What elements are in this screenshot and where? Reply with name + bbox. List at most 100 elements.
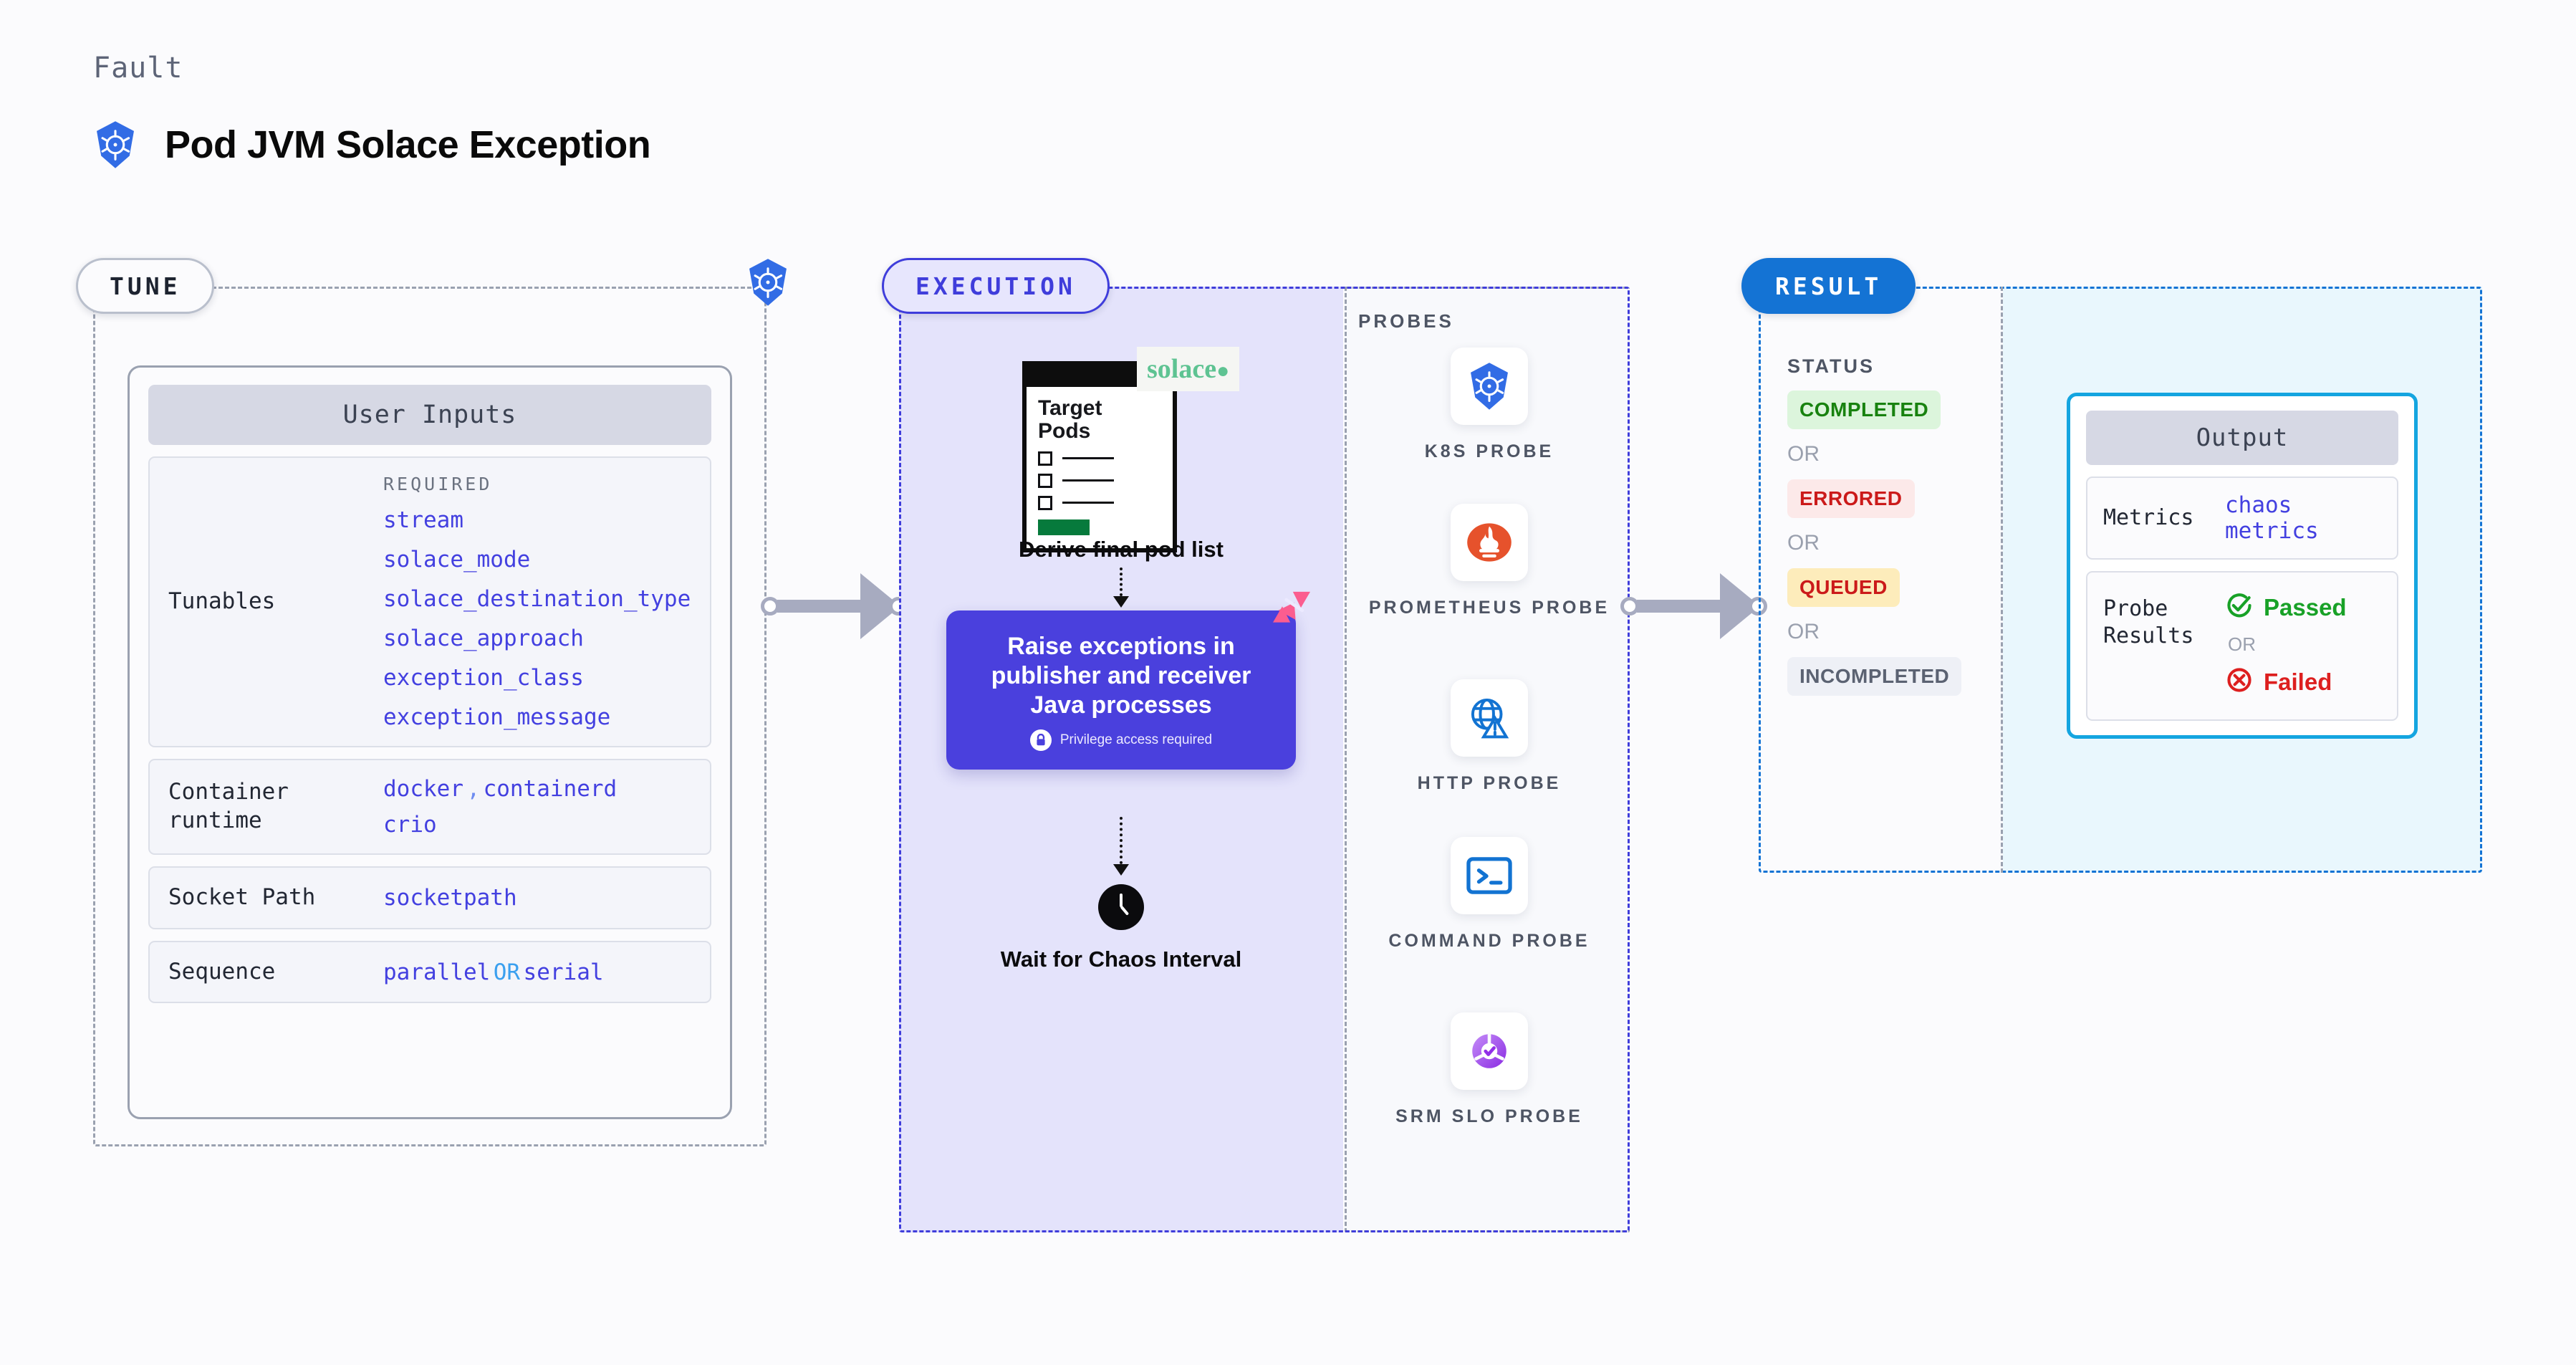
tune-chip[interactable]: TUNE — [76, 258, 215, 314]
value-separator: , — [466, 776, 481, 802]
probe-label: SRM SLO PROBE — [1395, 1106, 1583, 1126]
placeholder-rule — [1062, 457, 1114, 460]
fault-eyebrow: Fault — [93, 52, 183, 85]
execution-dashed-border — [899, 287, 1630, 1232]
page-title: Pod JVM Solace Exception — [93, 120, 651, 169]
socket-path-row: Socket Path socketpath — [148, 866, 711, 929]
runtime-option[interactable]: crio — [383, 812, 437, 838]
probe-label: PROMETHEUS PROBE — [1368, 598, 1610, 618]
probes-container: PROBES K8S PROBE — [1345, 287, 1630, 1232]
result-chip[interactable]: RESULT — [1741, 258, 1916, 314]
result-stage: RESULT STATUS COMPLETED OR ERRORED OR QU… — [1741, 258, 2482, 873]
status-badge-errored: ERRORED — [1787, 479, 1915, 518]
tunable-item[interactable]: solace_mode — [383, 547, 531, 573]
connector-tune-to-execution — [761, 573, 908, 639]
probe-results-row: Probe Results Passed OR — [2086, 571, 2398, 721]
tunable-item[interactable]: exception_message — [383, 704, 611, 730]
x-circle-icon — [2225, 666, 2254, 698]
status-badge-incompleted: INCOMPLETED — [1787, 657, 1962, 696]
privilege-note: Privilege access required — [965, 729, 1277, 752]
socket-path-value[interactable]: socketpath — [383, 884, 517, 911]
slo-donut-icon — [1451, 1012, 1528, 1090]
tunable-item[interactable]: solace_approach — [383, 626, 584, 651]
tunable-item[interactable]: exception_class — [383, 665, 584, 691]
kubernetes-icon — [1451, 348, 1528, 425]
status-or: OR — [1787, 442, 1820, 466]
action-step-text: Raise exceptions in publisher and receiv… — [991, 633, 1251, 719]
connector-start-dot — [761, 597, 779, 616]
runtime-option[interactable]: containerd — [483, 776, 617, 802]
passed-label: Passed — [2264, 593, 2347, 621]
selected-pod-bar — [1038, 519, 1090, 535]
sequence-option[interactable]: parallel — [383, 959, 491, 985]
pod-list-item — [1038, 451, 1161, 466]
action-step-card[interactable]: Raise exceptions in publisher and receiv… — [946, 591, 1310, 770]
tunable-item[interactable]: solace_destination_type — [383, 586, 691, 612]
probe-http[interactable]: HTTP PROBE — [1347, 679, 1632, 796]
probe-label: K8S PROBE — [1424, 441, 1554, 461]
status-divider — [2001, 287, 2003, 873]
connector-end-dot — [1749, 597, 1767, 616]
checkbox-icon — [1038, 473, 1052, 488]
sequence-joiner: OR — [493, 959, 521, 985]
status-or: OR — [1787, 531, 1820, 555]
required-header: REQUIRED — [383, 474, 493, 494]
privilege-note-text: Privilege access required — [1059, 732, 1213, 748]
user-inputs-card: User Inputs Tunables REQUIRED stream sol… — [128, 365, 732, 1119]
output-title: Output — [2086, 411, 2398, 465]
status-badge-completed: COMPLETED — [1787, 391, 1941, 429]
probe-srm-slo[interactable]: SRM SLO PROBE — [1347, 1012, 1632, 1129]
probe-command[interactable]: COMMAND PROBE — [1347, 837, 1632, 954]
probe-label: COMMAND PROBE — [1388, 931, 1590, 951]
tune-stage: TUNE User Inputs Tunables REQUIRED strea… — [76, 258, 787, 1146]
result-dashed-border — [1759, 287, 2482, 873]
target-pods-card: Target Pods solace● — [1022, 347, 1240, 552]
metrics-row: Metrics chaos metrics — [2086, 476, 2398, 560]
placeholder-rule — [1062, 479, 1114, 482]
probe-k8s[interactable]: K8S PROBE — [1347, 348, 1632, 464]
arrow-line — [1120, 817, 1123, 864]
pod-list-item — [1038, 495, 1161, 510]
metrics-value[interactable]: chaos metrics — [2225, 492, 2319, 544]
status-column: STATUS COMPLETED OR ERRORED OR QUEUED OR… — [1787, 355, 1995, 696]
metrics-label: Metrics — [2103, 504, 2194, 530]
execution-stage: PROBES K8S PROBE — [882, 258, 1630, 1232]
connector-execution-to-result — [1620, 573, 1767, 639]
sequence-values: parallel OR serial — [383, 959, 691, 985]
kubernetes-icon — [93, 120, 138, 169]
tunables-label: Tunables — [168, 588, 276, 615]
target-pods-frame: Target Pods — [1022, 361, 1177, 552]
probes-label: PROBES — [1358, 310, 1454, 332]
probe-result-failed: Failed — [2225, 666, 2347, 698]
container-runtime-values: docker , containerd crio — [383, 776, 691, 838]
probe-result-passed: Passed — [2225, 591, 2347, 623]
target-pods-title-2: Pods — [1038, 419, 1091, 444]
arrow-head — [1113, 596, 1129, 608]
clock-icon — [1098, 884, 1144, 930]
probe-results-label: Probe Results — [2103, 596, 2194, 649]
container-runtime-row: Container runtime docker , containerd cr… — [148, 759, 711, 855]
solace-wordmark: solace — [1147, 354, 1217, 384]
execution-chip[interactable]: EXECUTION — [882, 258, 1110, 314]
connector-line — [1637, 600, 1725, 613]
failed-label: Failed — [2264, 668, 2332, 695]
globe-warning-icon — [1451, 679, 1528, 757]
target-pods-title-1: Target — [1038, 396, 1102, 420]
tunable-item[interactable]: stream — [383, 507, 463, 533]
probe-prometheus[interactable]: PROMETHEUS PROBE — [1347, 504, 1632, 621]
check-circle-icon — [2225, 591, 2254, 623]
pod-list-item — [1038, 473, 1161, 488]
connector-line — [777, 600, 865, 613]
page-title-text: Pod JVM Solace Exception — [165, 123, 651, 166]
socket-path-label: Socket Path — [168, 884, 316, 910]
terminal-icon — [1451, 837, 1528, 914]
derive-pod-list-caption: Derive final pod list — [1019, 537, 1224, 562]
checkbox-icon — [1038, 451, 1052, 466]
status-badge-queued: QUEUED — [1787, 568, 1900, 607]
prometheus-icon — [1451, 504, 1528, 581]
status-header: STATUS — [1787, 355, 1875, 377]
probe-results-values: Passed OR Failed — [2225, 591, 2347, 698]
runtime-option[interactable]: docker — [383, 776, 463, 802]
sequence-option[interactable]: serial — [523, 959, 604, 985]
